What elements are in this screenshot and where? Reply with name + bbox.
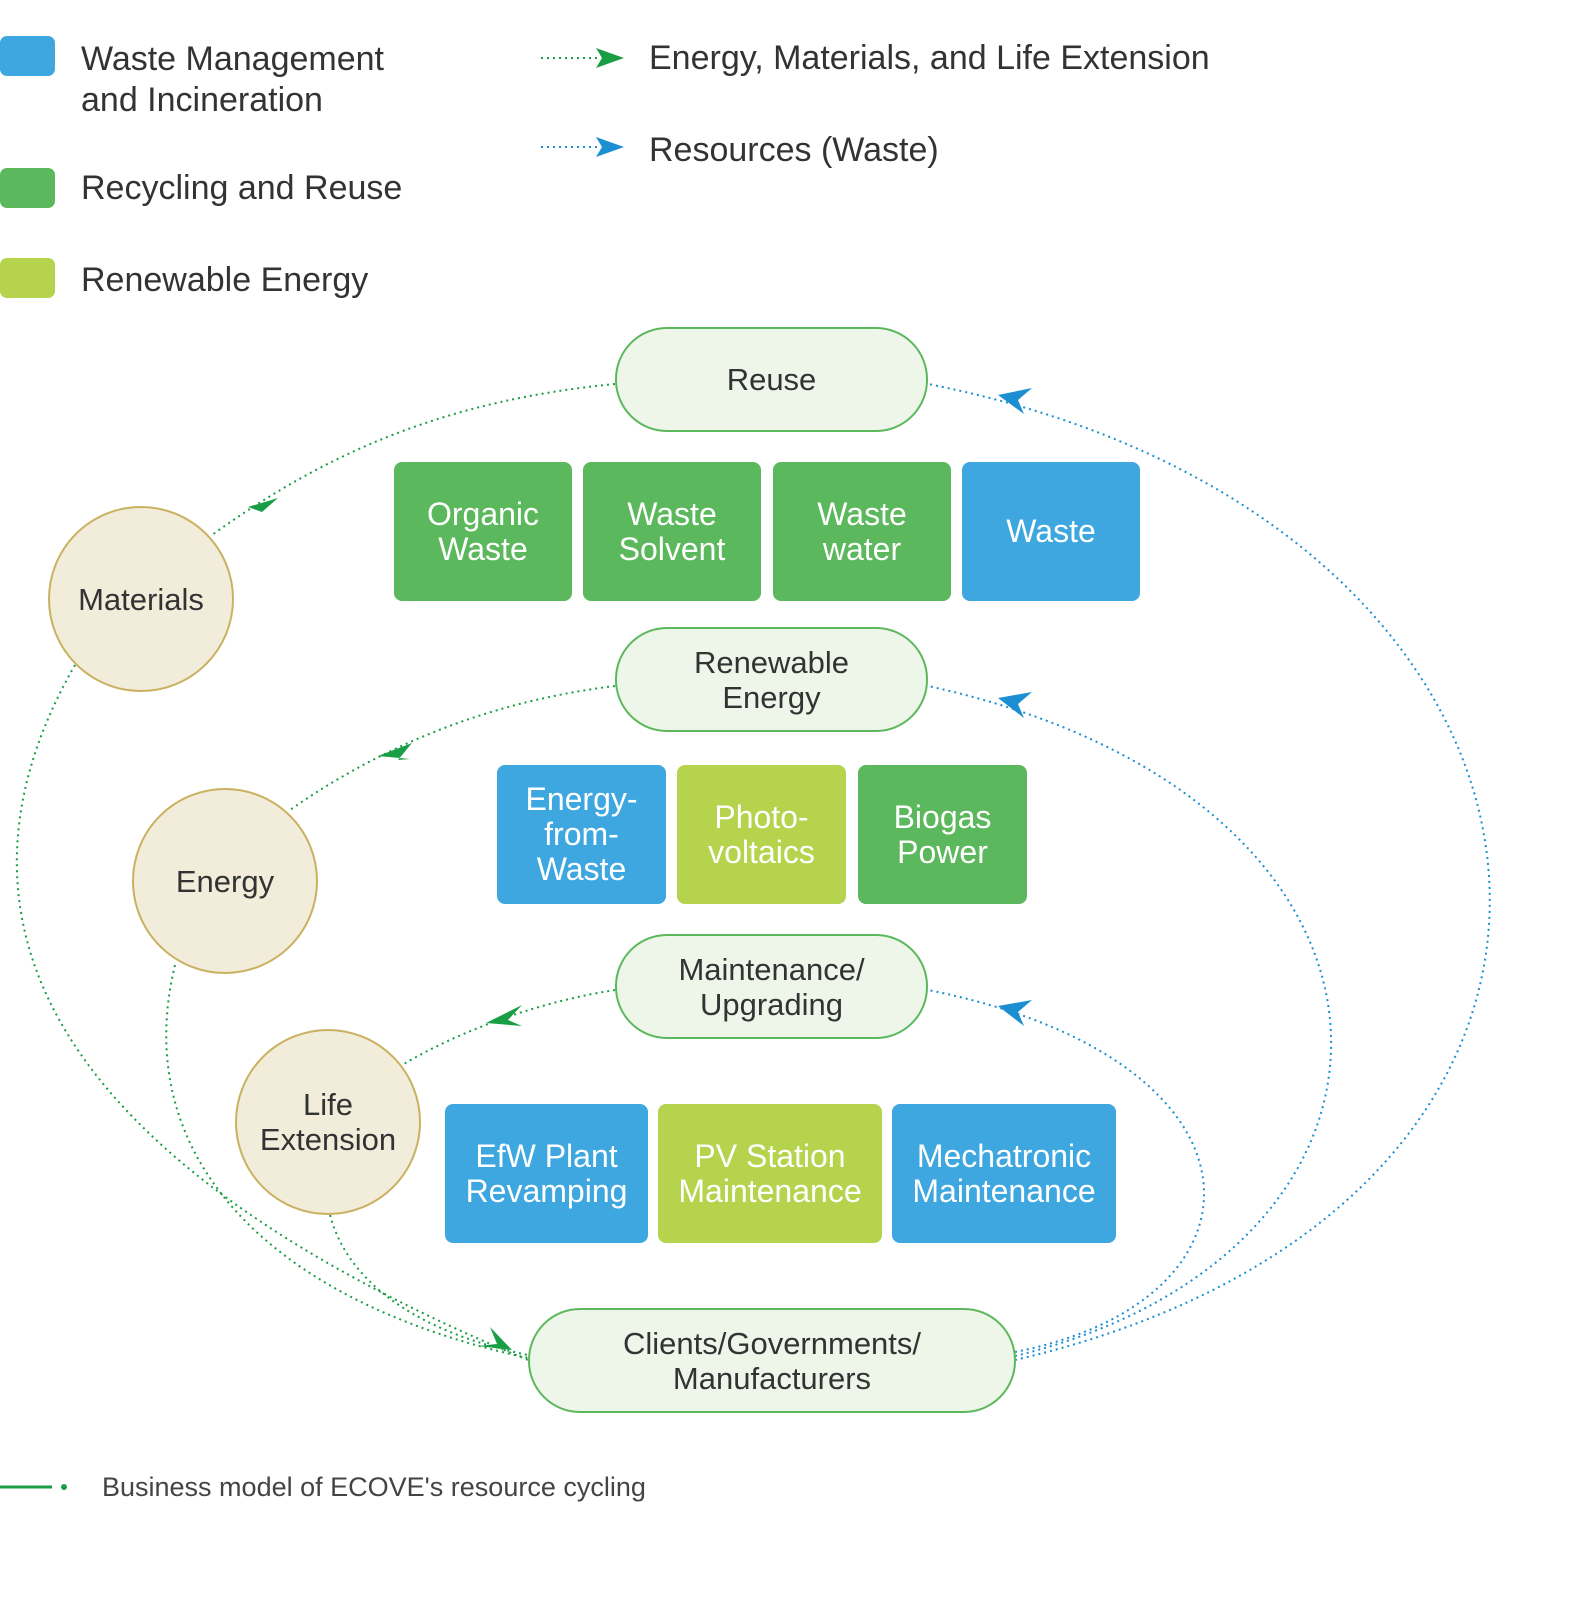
box-pv-station-maintenance: PV Station Maintenance [658, 1104, 882, 1243]
box-photovoltaics: Photo- voltaics [677, 765, 846, 904]
flow-materials-to-clients [15, 664, 529, 1361]
flow-clients-to-maintenance [927, 989, 1206, 1353]
flow-clients-to-reuse [927, 383, 1491, 1361]
box-mechatronic-maintenance: Mechatronic Maintenance [892, 1104, 1116, 1243]
legend-label-waste-management: Waste Management and Incineration [81, 40, 384, 119]
box-efw-plant-revamping: EfW Plant Revamping [445, 1104, 648, 1243]
box-waste-water: Waste water [773, 462, 951, 601]
flow-energy-to-clients [165, 964, 529, 1359]
footer-caption: Business model of ECOVE's resource cycli… [102, 1472, 646, 1502]
box-biogas-power: Biogas Power [858, 765, 1027, 904]
box-organic-waste: Organic Waste [394, 462, 572, 601]
output-life-extension: Life Extension [235, 1029, 421, 1215]
arrow-to-reuse [998, 388, 1032, 414]
node-renewable-energy: Renewable Energy [615, 627, 928, 732]
legend-green-arrowhead [596, 48, 624, 68]
arrow-to-maintenance [998, 1000, 1032, 1026]
legend-swatch-waste-management [0, 36, 55, 76]
legend-swatch-renewable [0, 258, 55, 298]
node-reuse: Reuse [615, 327, 928, 432]
legend-swatch-recycling [0, 168, 55, 208]
legend-blue-arrowhead [596, 137, 624, 157]
arrow-to-clients [478, 1327, 512, 1350]
legend-label-renewable: Renewable Energy [81, 261, 369, 299]
arrow-to-renewable [998, 692, 1032, 718]
output-energy: Energy [132, 788, 318, 974]
legend-label-energy-flow: Energy, Materials, and Life Extension [649, 39, 1210, 77]
box-waste-solvent: Waste Solvent [583, 462, 761, 601]
legend-label-resources-flow: Resources (Waste) [649, 131, 939, 169]
flow-maintenance-to-life-extension [401, 989, 616, 1066]
node-clients: Clients/Governments/ Manufacturers [528, 1308, 1016, 1413]
footer-dot [61, 1484, 67, 1490]
arrow-to-materials [248, 498, 278, 512]
arrow-to-energy [378, 743, 412, 760]
arrow-to-life-extension [486, 1005, 522, 1026]
box-waste: Waste [962, 462, 1140, 601]
node-maintenance-upgrading: Maintenance/ Upgrading [615, 934, 928, 1039]
arrowheads [248, 388, 1032, 1350]
legend-label-recycling: Recycling and Reuse [81, 169, 403, 207]
flow-clients-to-renewable [927, 685, 1333, 1357]
output-materials: Materials [48, 506, 234, 692]
box-energy-from-waste: Energy- from- Waste [497, 765, 666, 904]
